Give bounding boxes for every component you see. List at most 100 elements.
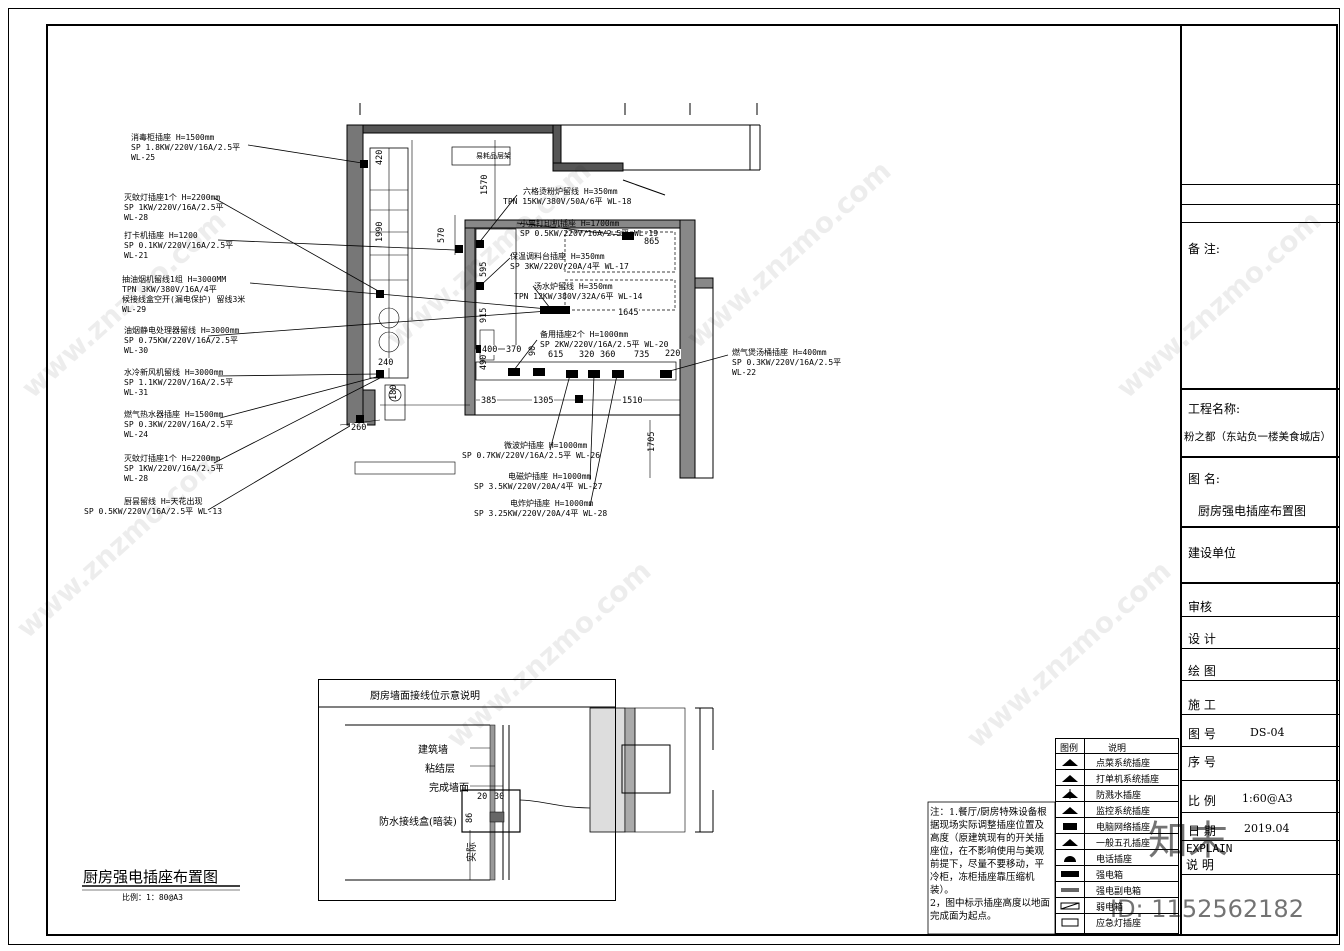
- brand-stamp: 知末: [1148, 818, 1228, 864]
- construct-label: 施 工: [1188, 698, 1216, 712]
- socket-icon: [1062, 807, 1078, 814]
- legend-row: 强电副电箱: [1056, 881, 1178, 897]
- sub-power-box-icon: [1061, 888, 1079, 892]
- number-label: 图 号: [1188, 727, 1216, 741]
- legend-table: 图例 说明 点菜系统插座 打单机系统插座 防溅水插座 监控系统插座 电脑网络插座…: [1055, 738, 1179, 935]
- explain-cn: 说 明: [1186, 858, 1214, 872]
- dimension-label: 385: [480, 396, 498, 406]
- dimension-label: 240: [377, 358, 395, 368]
- legend-header-icon: 图例: [1060, 744, 1079, 754]
- legend-row: 打单机系统插座: [1056, 769, 1178, 785]
- number-value: DS-04: [1250, 726, 1285, 739]
- dimension-label: 865: [643, 237, 661, 247]
- detail-dim: 30: [494, 792, 505, 802]
- dimension-label: 1990: [375, 221, 385, 242]
- plan-scale: 比例：1：80@A3: [122, 893, 183, 902]
- dimension-label: 1510: [621, 396, 644, 406]
- dimension-label: 360: [599, 350, 617, 360]
- dimension-label: 490: [479, 354, 489, 370]
- remarks-label: 备 注:: [1188, 242, 1220, 256]
- project-label: 工程名称:: [1188, 402, 1241, 416]
- builder-label: 建设单位: [1188, 546, 1237, 560]
- socket-icon: [1062, 775, 1078, 782]
- scale-value: 1:60@A3: [1242, 792, 1293, 805]
- room-label: 易耗品层架: [476, 152, 511, 160]
- dimension-label: 915: [479, 307, 489, 323]
- dimension-label: 180: [389, 384, 399, 400]
- phone-socket-icon: [1064, 856, 1076, 862]
- dimension-label: 735: [633, 350, 651, 360]
- outer-frame: [8, 8, 1340, 945]
- detail-actual-label: 实际: [467, 842, 478, 862]
- detail-finish-label: 完成墙面: [429, 783, 469, 794]
- power-box-icon: [1061, 871, 1079, 877]
- dimension-label: 570: [437, 227, 447, 243]
- detail-dim: 20: [477, 792, 488, 802]
- id-stamp: ID: 1152562182: [1110, 895, 1304, 923]
- socket-icon: [1062, 759, 1078, 766]
- design-label: 设 计: [1188, 632, 1216, 646]
- legend-row: 防溅水插座: [1056, 785, 1178, 801]
- dimension-label: 1305: [532, 396, 555, 406]
- seq-label: 序 号: [1188, 755, 1216, 769]
- network-socket-icon: [1063, 823, 1077, 830]
- detail-dim: 86: [465, 812, 475, 823]
- legend-row: 电话插座: [1056, 849, 1178, 865]
- dimension-label: 320: [578, 350, 596, 360]
- socket-icon: [1062, 839, 1078, 846]
- dimension-label: 615: [547, 350, 565, 360]
- detail-title: 厨房墙面接线位示意说明: [370, 691, 480, 702]
- legend-row: 应急灯插座: [1056, 913, 1178, 929]
- detail-adhesive-label: 粘结层: [425, 764, 455, 775]
- wall-left-inner: [362, 389, 376, 426]
- dimension-label: 1570: [480, 174, 490, 195]
- dimension-label: 595: [479, 261, 489, 277]
- wall-inner-right: [679, 219, 696, 479]
- dimension-label: 260: [350, 423, 368, 433]
- detail-wall-label: 建筑墙: [418, 745, 448, 756]
- splash-socket-icon: [1062, 789, 1078, 799]
- dimension-label: 400: [481, 345, 499, 355]
- detail-box-label: 防水接线盒(暗装): [379, 817, 457, 828]
- legend-header-desc: 说明: [1108, 744, 1127, 754]
- review-label: 审核: [1188, 600, 1213, 614]
- legend-row: 弱电箱: [1056, 897, 1178, 913]
- date-label: 日 期: [1188, 824, 1216, 838]
- drawing-name: 厨房强电插座布置图: [1198, 504, 1307, 518]
- wall-top: [346, 124, 561, 134]
- dimension-label: 220: [664, 349, 682, 359]
- drawing-frame: [46, 24, 1338, 936]
- wall-detail-box: [318, 679, 616, 901]
- drawing-label: 图 名:: [1188, 472, 1220, 486]
- legend-row: 电脑网络插座: [1056, 817, 1178, 833]
- project-name: 粉之都（东站负一楼美食城店）: [1184, 431, 1331, 443]
- dimension-label: 420: [375, 149, 385, 165]
- legend-row: 监控系统插座: [1056, 801, 1178, 817]
- scale-label: 比 例: [1188, 794, 1216, 808]
- dimension-label: 90: [528, 345, 538, 356]
- dimension-label: 1645: [617, 308, 640, 318]
- date-value: 2019.04: [1244, 822, 1290, 835]
- legend-row: 一般五孔插座: [1056, 833, 1178, 849]
- title-block: 备 注: 工程名称: 粉之都（东站负一楼美食城店） 图 名: 厨房强电插座布置图…: [1180, 24, 1340, 936]
- wall-step: [552, 162, 624, 172]
- dimension-label: 370: [505, 345, 523, 355]
- dimension-label: 1705: [647, 431, 657, 452]
- explain-label: EXPLAIN: [1186, 842, 1233, 855]
